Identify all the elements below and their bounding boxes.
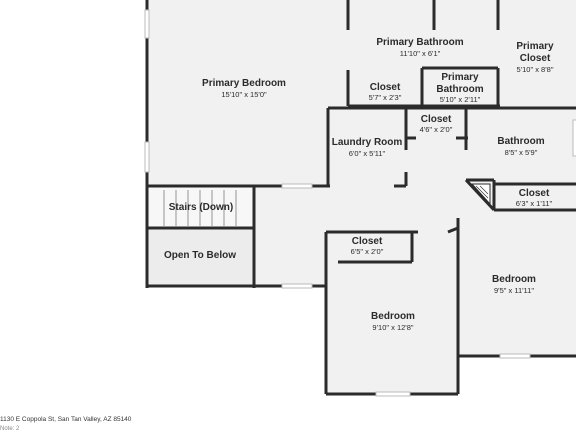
closet-c-label: Closet — [519, 188, 550, 199]
primary-closet-label1: Primary — [516, 41, 554, 52]
primary-bedroom-dim: 15'10" x 15'0" — [221, 90, 267, 99]
closet-a-dim: 5'7" x 2'3" — [369, 93, 402, 102]
address-text: 1130 E Coppola St, San Tan Valley, AZ 85… — [0, 416, 132, 423]
primary-bath-small-label1: Primary — [441, 72, 479, 83]
bedroom-right-dim: 9'5" x 11'11" — [494, 286, 534, 295]
laundry-label: Laundry Room — [332, 137, 403, 148]
closet-d-dim: 6'5" x 2'0" — [351, 247, 384, 256]
closet-c-dim: 6'3" x 1'11" — [516, 199, 553, 208]
bedroom-right-label: Bedroom — [492, 274, 536, 285]
laundry-dim: 6'0" x 5'11" — [349, 149, 386, 158]
stair-treads — [163, 190, 237, 226]
primary-bath-small-label2: Bathroom — [436, 84, 483, 95]
primary-closet-label2: Closet — [520, 53, 551, 64]
bedroom-bottom-dim: 9'10" x 12'8" — [372, 323, 413, 332]
walls — [145, 0, 576, 396]
open-below-label: Open To Below — [164, 250, 236, 261]
closet-b-dim: 4'6" x 2'0" — [420, 125, 453, 134]
primary-bathroom-label: Primary Bathroom — [376, 37, 463, 48]
bathroom-label: Bathroom — [497, 136, 544, 147]
closet-d-label: Closet — [352, 236, 383, 247]
primary-bedroom-label: Primary Bedroom — [202, 78, 286, 89]
primary-bath-small-dim: 5'10" x 2'11" — [440, 95, 481, 104]
note-text: Note: 2 — [0, 426, 20, 432]
floor-fills — [148, 0, 576, 394]
stair-hatch — [470, 183, 491, 206]
closet-b-label: Closet — [421, 114, 452, 125]
closet-a-label: Closet — [370, 82, 401, 93]
primary-bathroom-dim: 11'10" x 6'1" — [400, 49, 441, 58]
stairs-label: Stairs (Down) — [169, 202, 233, 213]
bedroom-bottom-label: Bedroom — [371, 311, 415, 322]
bathroom-dim: 8'5" x 5'9" — [505, 148, 538, 157]
primary-closet-dim: 5'10" x 8'8" — [517, 65, 554, 74]
windows — [144, 9, 576, 397]
